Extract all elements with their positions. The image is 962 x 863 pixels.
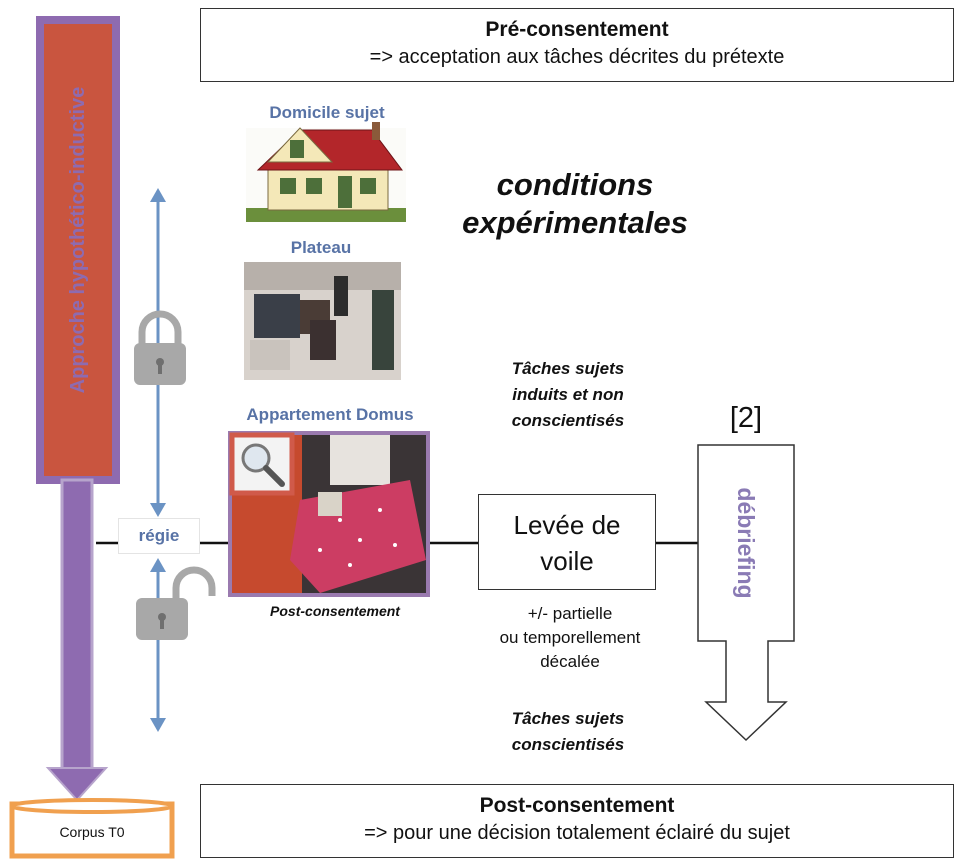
lift-veil-box: Levée de voile — [478, 494, 656, 590]
home-label: Domicile sujet — [269, 103, 385, 122]
regie-double-arrow — [150, 188, 166, 732]
tasks-induced-line-2: induits et non — [512, 385, 624, 404]
conditions-line-1: conditions — [496, 167, 654, 202]
lift-veil-line-1: Levée de — [513, 510, 621, 540]
lift-veil-line-2: voile — [540, 546, 594, 576]
corpus-cylinder — [9, 798, 175, 859]
reference-label: [2] — [729, 402, 763, 434]
debriefing-label: débriefing — [733, 487, 759, 599]
post-consent-title: Post-consentement — [479, 794, 675, 817]
pre-consent-title: Pré-consentement — [485, 18, 669, 41]
house-image — [246, 122, 406, 222]
post-consent-caption: Post-consentement — [270, 603, 400, 619]
tasks-aware-line-1: Tâches sujets — [511, 709, 625, 728]
partial-text: +/- partielle ou temporellement décalée — [460, 602, 680, 674]
post-consent-subtitle: => pour une décision totalement éclairé … — [364, 822, 790, 844]
domus-label: Appartement Domus — [246, 405, 414, 424]
padlock-open-icon — [136, 566, 216, 640]
approach-label: Approche hypothético-inductive — [67, 86, 89, 394]
pre-consent-subtitle: => acceptation aux tâches décrites du pr… — [369, 46, 785, 68]
tasks-aware-line-2: conscientisés — [511, 735, 625, 754]
conditions-heading: conditions expérimentales — [430, 166, 720, 242]
tasks-induced-line-3: conscientisés — [511, 411, 625, 430]
partial-line-1: +/- partielle — [527, 604, 613, 623]
tasks-induced-text: Tâches sujets induits et non conscientis… — [458, 356, 678, 434]
partial-line-2: ou temporellement — [499, 628, 641, 647]
pre-consent-box: Pré-consentement => acceptation aux tâch… — [200, 8, 954, 82]
post-consent-box: Post-consentement => pour une décision t… — [200, 784, 954, 858]
conditions-line-2: expérimentales — [462, 205, 688, 240]
regie-label: régie — [118, 518, 200, 554]
padlock-closed-icon — [134, 310, 186, 385]
tasks-induced-line-1: Tâches sujets — [511, 359, 625, 378]
approach-arrow — [36, 16, 120, 802]
magnifier-icon — [229, 432, 295, 496]
partial-line-3: décalée — [540, 652, 600, 671]
plateau-photo — [244, 262, 401, 380]
corpus-label: Corpus T0 — [59, 824, 125, 840]
plateau-label: Plateau — [290, 238, 352, 257]
debriefing-arrow — [697, 444, 795, 742]
tasks-aware-text: Tâches sujets conscientisés — [458, 706, 678, 758]
